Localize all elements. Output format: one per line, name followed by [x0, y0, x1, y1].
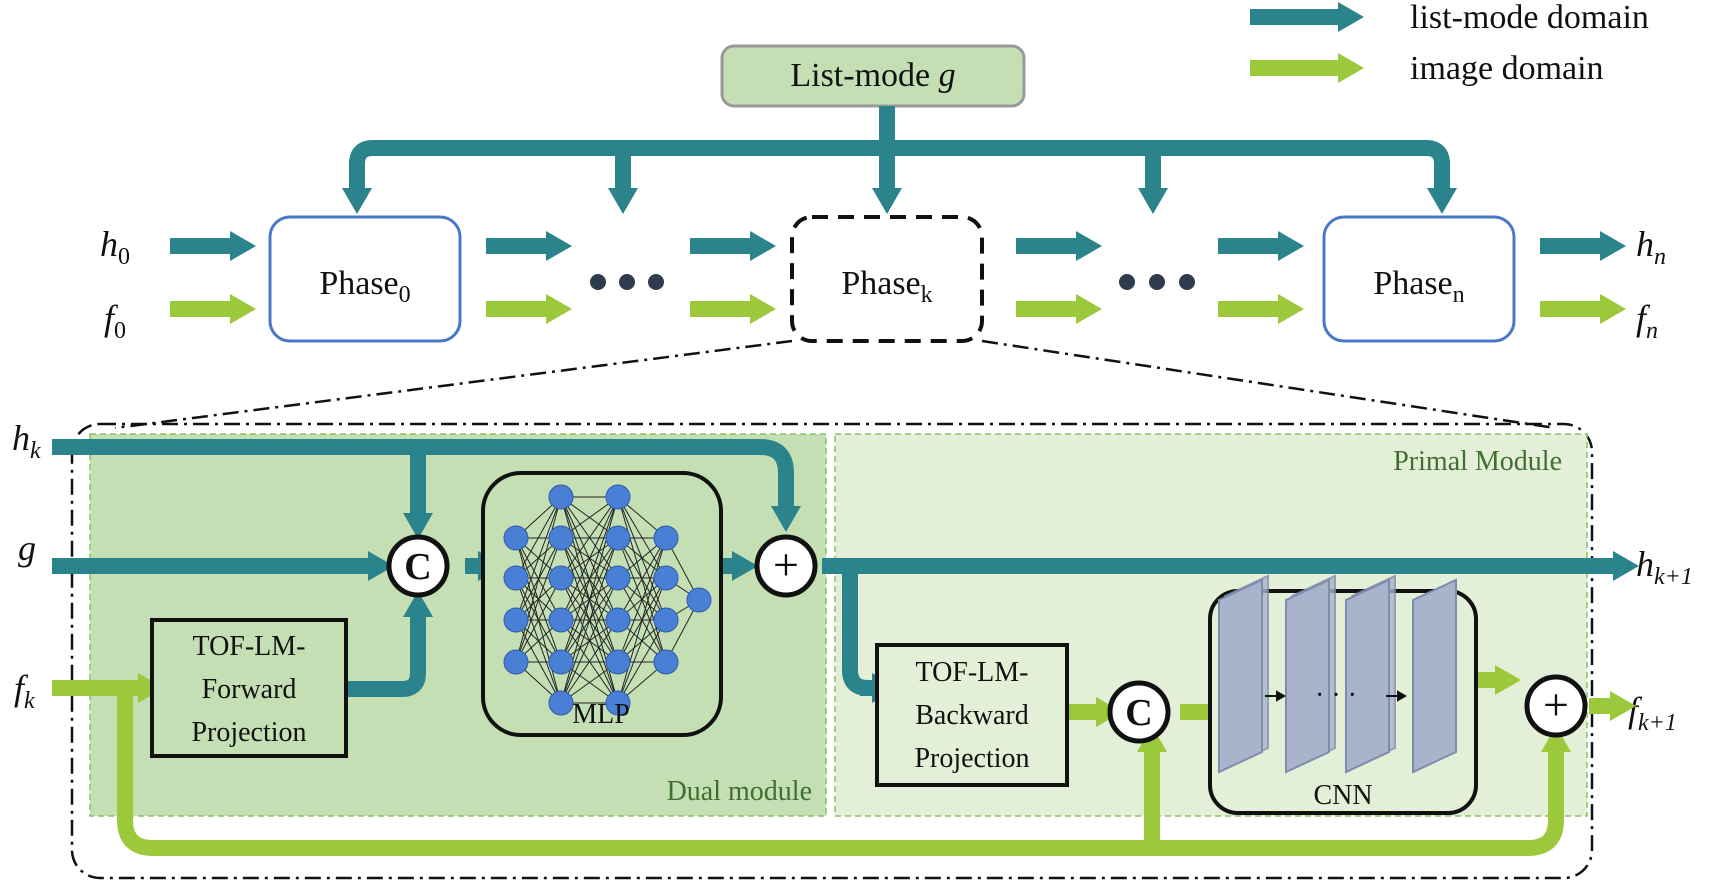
mlp-neuron	[548, 690, 574, 716]
mlp-network	[503, 484, 712, 716]
svg-text:C: C	[404, 546, 431, 588]
mlp-connection	[617, 537, 667, 621]
concat-node-dual: C	[386, 534, 450, 598]
svg-text:Backward: Backward	[915, 700, 1029, 731]
list-mode-input-label: List-mode g	[790, 57, 955, 94]
detail-frame	[70, 422, 1594, 880]
mlp-neuron	[503, 649, 529, 675]
mlp-neuron	[686, 587, 712, 613]
mlp-connection	[560, 496, 619, 663]
primal-module-label: Primal Module	[1393, 446, 1562, 477]
zoom-lines	[114, 339, 1556, 430]
ellipsis-left	[590, 274, 664, 290]
backward-projection-box: TOF-LM- Backward Projection	[875, 643, 1069, 787]
legend-list-mode-label: list-mode domain	[1410, 0, 1649, 36]
mlp-connection	[560, 577, 619, 704]
cnn-dots: · · ·	[1315, 680, 1357, 711]
mlp-neuron	[548, 607, 574, 633]
cnn-layers	[1218, 574, 1457, 774]
fn-label: fn	[1636, 298, 1658, 344]
list-mode-input-box	[720, 44, 1026, 108]
mlp-connection	[617, 537, 667, 663]
svg-text:Phasek: Phasek	[841, 265, 932, 308]
mlp-neuron	[653, 607, 679, 633]
list-mode-input: List-mode g	[720, 44, 1026, 108]
mlp-connection	[515, 496, 562, 579]
svg-text:+: +	[773, 539, 799, 590]
svg-text:TOF-LM-: TOF-LM-	[192, 631, 305, 662]
svg-text:Phase0: Phase0	[319, 265, 410, 308]
fk-label: fk	[14, 668, 35, 714]
mlp-connection	[617, 619, 667, 704]
mlp-neuron	[605, 484, 631, 510]
add-node-dual: +	[754, 534, 818, 598]
cnn-inner-arrows	[1265, 690, 1408, 702]
mlp-connection	[560, 537, 619, 704]
svg-text:C: C	[1125, 692, 1152, 734]
mlp-neuron	[605, 690, 631, 716]
svg-text:Projection: Projection	[191, 717, 306, 748]
hk-label: hk	[12, 418, 41, 464]
image-flows	[52, 665, 1636, 856]
mlp-connection	[515, 537, 562, 663]
concat-node-primal: C	[1107, 680, 1171, 744]
mlp-connection	[515, 577, 562, 663]
phase-n-box: Phasen	[1322, 215, 1516, 343]
mlp-connection	[560, 619, 619, 704]
mlp-connection	[560, 496, 619, 579]
mlp-connection	[515, 496, 562, 621]
distribution-arrows	[342, 148, 1457, 214]
mlp-connection	[617, 577, 667, 704]
mlp-neuron	[653, 525, 679, 551]
g-label: g	[18, 528, 36, 568]
hn-label: hn	[1636, 224, 1666, 270]
phase-k-box: Phasek	[790, 215, 984, 343]
mlp-neuron	[503, 565, 529, 591]
ellipsis-right	[1119, 274, 1195, 290]
mlp-neuron	[548, 525, 574, 551]
hk1-label: hk+1	[1636, 544, 1693, 590]
mlp-neuron	[503, 607, 529, 633]
mlp-neuron	[653, 649, 679, 675]
mlp-neuron	[548, 565, 574, 591]
legend-image-label: image domain	[1410, 50, 1604, 87]
mlp-label: MLP	[572, 699, 630, 730]
mlp-neuron	[653, 565, 679, 591]
svg-text:Phasen: Phasen	[1373, 265, 1464, 308]
cnn-block: · · · CNN	[1208, 574, 1478, 815]
distribution-bus	[349, 106, 1450, 185]
mlp-connection	[515, 496, 562, 663]
mlp-connection	[617, 537, 667, 704]
mlp-neuron	[605, 565, 631, 591]
mlp-neuron	[605, 649, 631, 675]
legend: list-mode domain image domain	[1250, 0, 1649, 87]
f0-label: f0	[104, 298, 126, 344]
mlp-neuron	[548, 484, 574, 510]
svg-text:TOF-LM-: TOF-LM-	[915, 657, 1028, 688]
dual-module-label: Dual module	[667, 776, 812, 807]
mlp-neuron	[605, 607, 631, 633]
mlp-neuron	[605, 525, 631, 551]
fk1-label: fk+1	[1628, 690, 1677, 736]
cnn-label: CNN	[1313, 780, 1372, 811]
mlp-neuron	[548, 649, 574, 675]
list-mode-flows	[52, 439, 1639, 703]
svg-text:+: +	[1543, 679, 1569, 730]
mlp-neuron	[503, 525, 529, 551]
svg-text:Projection: Projection	[914, 743, 1029, 774]
mlp-block: MLP	[481, 471, 723, 737]
h0-label: h0	[100, 224, 130, 270]
add-node-primal: +	[1524, 674, 1588, 738]
svg-text:Forward: Forward	[202, 674, 297, 705]
mlp-connection	[560, 496, 619, 621]
phase-0-box: Phase0	[268, 215, 462, 343]
forward-projection-box: TOF-LM- Forward Projection	[150, 618, 348, 758]
